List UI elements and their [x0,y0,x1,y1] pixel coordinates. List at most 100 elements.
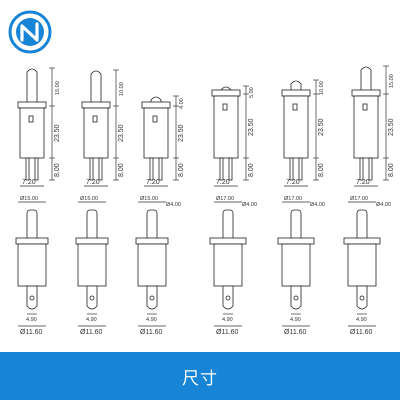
body-window [222,103,228,111]
footer-title: 尺寸 [182,368,218,389]
dim-base-label: Ø11.60 [284,329,307,336]
dim-pin-label: 8.00 [54,163,61,177]
dim-total-label: 5.00 [249,87,255,98]
dim-body-label: 23.50 [388,118,395,136]
dim-head-label: Ø17.00 [284,196,302,202]
dim-pin-label: 8.00 [248,163,255,177]
switch-body [281,243,311,287]
body-window [362,103,368,111]
dim-width-label: 7.20 [356,179,370,186]
dim-head-label: Ø15.00 [140,196,158,202]
dim-body-label: 23.50 [118,124,125,142]
switch-head [17,101,47,109]
dim-width-label: 7.20 [146,179,160,186]
dim-base-label: Ø11.60 [80,329,103,336]
dim-stem-label: Ø4.00 [166,202,181,208]
dim-body-label: 23.50 [178,124,185,142]
dim-stem-label: Ø4.00 [376,202,391,208]
switch-body [137,243,167,287]
dim-total-label: 4.00 [179,98,185,109]
dim-pin-label: 8.00 [118,163,125,177]
switch-body [143,107,169,159]
top-view-4: 5.00 23.50 8.00 7.20 [211,85,255,187]
switch-plunger [360,66,372,95]
dim-width-label: 7.20 [216,179,230,186]
dim-width-label: 7.20 [22,179,36,186]
dim-pin-label: 8.00 [178,163,185,177]
dim-pin-label: 8.00 [388,163,395,177]
switch-pin [25,157,30,181]
top-view-3: 4.00 23.50 8.00 7.20 [141,95,185,187]
switch-plunger [90,70,102,107]
dim-head-label: Ø17.00 [216,196,234,202]
switch-head [75,237,109,245]
dim-base-label: Ø11.60 [216,329,239,336]
switch-pin [158,157,163,181]
dim-total-label: 15.00 [55,81,61,95]
top-view-1: 15.00 23.50 8.00 7.20 [17,67,61,187]
switch-head [351,89,381,97]
switch-head [211,89,241,97]
switch-pin [368,157,373,181]
switch-plunger [26,68,38,107]
switch-pin [298,157,303,181]
dim-tab-label: 4.90 [356,317,367,323]
dim-stem-label: Ø4.00 [310,202,325,208]
switch-body [83,107,109,159]
switch-body [213,243,243,287]
switch-pin [149,157,154,181]
top-view-2: 10.00 23.50 8.00 7.20 [81,69,125,187]
n-circle-logo-icon [8,10,52,54]
body-window [92,115,98,123]
dim-total-label: 15.00 [389,74,395,88]
switch-head [141,101,171,109]
switch-head [15,237,49,245]
dim-base-label: Ø11.60 [140,329,163,336]
dim-pin-label: 8.00 [318,163,325,177]
dim-tab-label: 4.90 [146,317,157,323]
switch-head [209,237,247,245]
switch-pin [359,157,364,181]
dim-total-label: 10.00 [119,82,125,96]
body-window [152,115,158,123]
tab-hole [225,295,231,301]
dim-body-label: 23.50 [248,118,255,136]
switch-head [135,237,169,245]
dim-width-label: 7.20 [286,179,300,186]
dim-head-label: Ø15.00 [80,196,98,202]
tab-hole [149,295,155,301]
brand-logo [8,10,52,54]
switch-pin [98,157,103,181]
dim-body-label: 23.50 [318,118,325,136]
switch-pin [219,157,224,181]
tab-hole [89,295,95,301]
dim-base-label: Ø11.60 [350,329,373,336]
dim-body-label: 23.50 [54,124,61,142]
dim-width-label: 7.20 [86,179,100,186]
dim-tab-label: 4.90 [222,317,233,323]
switch-head [81,101,111,109]
dim-stem-label: Ø4.00 [242,202,257,208]
top-view-6: 15.00 23.50 8.00 7.20 [351,65,395,187]
footer-bar: 尺寸 [0,352,400,400]
switch-body [77,243,107,287]
dim-base-label: Ø11.60 [20,329,43,336]
dim-head-label: Ø15.00 [20,196,38,202]
tab-hole [359,295,365,301]
switch-head [281,89,311,97]
switch-pin [89,157,94,181]
dim-tab-label: 4.90 [86,317,97,323]
switch-body [347,243,377,287]
switch-body [17,243,47,287]
switch-head [343,237,381,245]
switch-body [19,107,45,159]
switch-pin [34,157,39,181]
body-window [28,115,34,123]
tab-hole [293,295,299,301]
